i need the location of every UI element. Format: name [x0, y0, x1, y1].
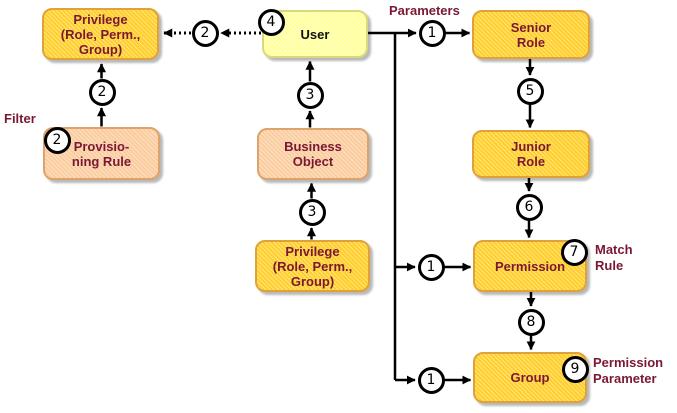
- label-line: Rule: [595, 258, 624, 273]
- label-line: Parameter: [593, 371, 657, 386]
- node-label: Object: [292, 154, 334, 169]
- node-label: Privilege: [73, 11, 128, 27]
- badge-filter-provisioning: 2: [43, 126, 71, 154]
- node-label: Permission: [494, 258, 566, 274]
- badge-group-corner: 9: [561, 355, 589, 383]
- node-label: Role: [516, 154, 546, 169]
- label-permission-parameter: Permission Parameter: [593, 355, 663, 387]
- badge-user-permission: 1: [417, 253, 445, 281]
- node-label: Group): [78, 41, 123, 57]
- node-label: ning Rule: [71, 153, 132, 169]
- node-privilege-bottom: Privilege (Role, Perm., Group): [255, 240, 370, 292]
- node-label: User: [300, 26, 330, 42]
- badge-user-group: 1: [417, 366, 445, 394]
- node-label: Provisio-: [73, 138, 130, 154]
- node-label: (Role, Perm.,: [60, 26, 141, 42]
- node-label: Junior: [511, 139, 551, 154]
- label-line: Match: [595, 242, 633, 257]
- node-business-object: Business Object: [257, 128, 369, 180]
- badge-senior-junior: 5: [516, 77, 544, 105]
- node-senior-role: Senior Role: [472, 10, 590, 59]
- badge-user-corner: 4: [257, 8, 285, 36]
- label-match-rule: Match Rule: [595, 242, 633, 274]
- label-filter: Filter: [4, 111, 36, 126]
- node-privilege-top: Privilege (Role, Perm., Group): [42, 8, 159, 60]
- label-line: Permission: [593, 355, 664, 370]
- badge-privilege-business: 3: [298, 198, 326, 226]
- badge-permission-corner: 7: [560, 238, 588, 266]
- node-label: Role: [516, 34, 546, 50]
- badge-junior-permission: 6: [515, 193, 543, 221]
- badge-permission-group: 8: [517, 308, 545, 336]
- node-label: Group): [290, 273, 335, 289]
- badge-dotted-privilege: 2: [191, 19, 219, 47]
- badge-provisioning-privilege: 2: [88, 78, 116, 106]
- node-label: Privilege: [285, 243, 340, 259]
- node-junior-role: Junior Role: [472, 130, 590, 178]
- node-label: Group: [510, 370, 550, 385]
- node-label: Business: [284, 139, 342, 154]
- badge-user-senior: 1: [418, 19, 446, 47]
- node-label: (Role, Perm.,: [272, 258, 353, 274]
- label-parameters: Parameters: [389, 3, 460, 18]
- node-label: Senior: [510, 19, 552, 35]
- badge-business-user: 3: [296, 81, 324, 109]
